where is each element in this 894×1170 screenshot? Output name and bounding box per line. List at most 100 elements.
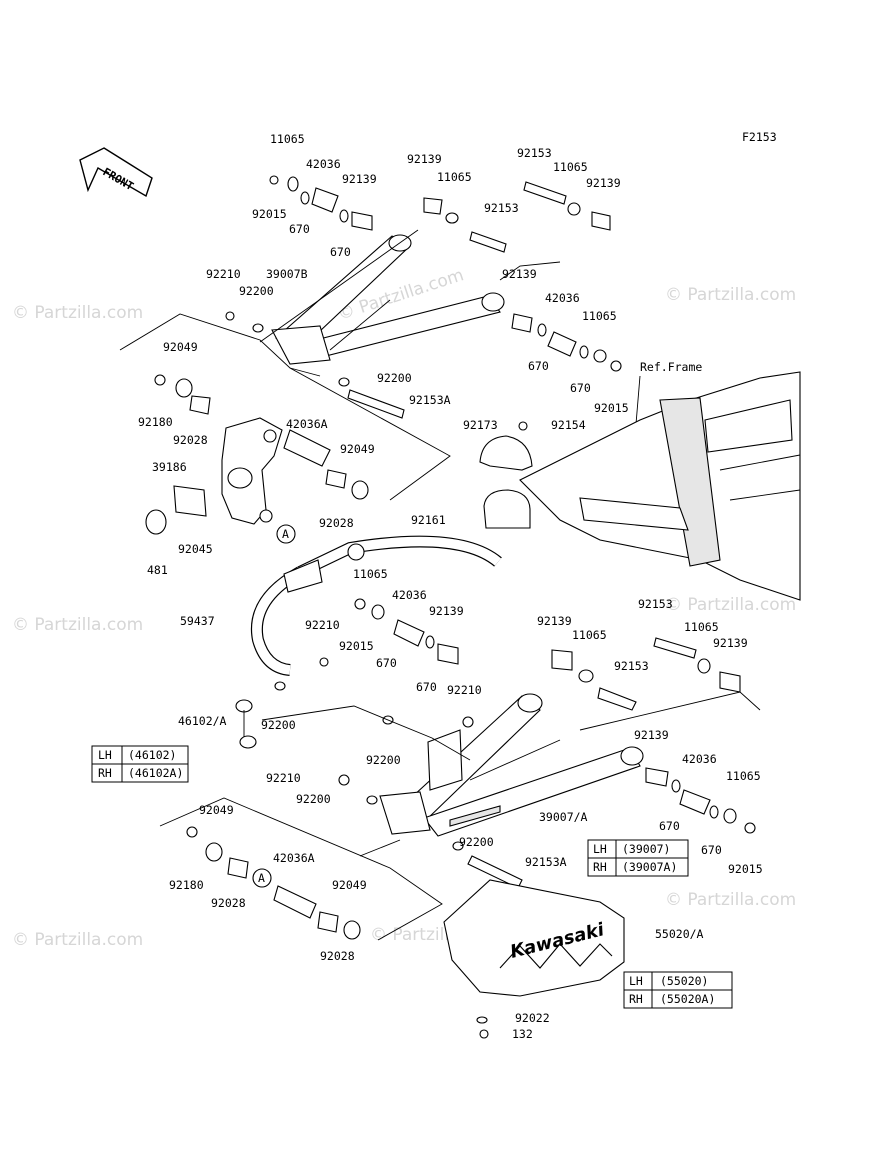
part-number-label: 92153 xyxy=(638,597,673,611)
part-number-label: 670 xyxy=(330,245,351,259)
watermark-text: © Partzilla.com xyxy=(665,890,796,910)
part-number-label: 92154 xyxy=(551,418,586,432)
part-labels: 1106542036921399201567067092139110659215… xyxy=(138,132,763,1041)
part-number-label: 670 xyxy=(376,656,397,670)
watermark-text: © Partzilla.com xyxy=(665,285,796,305)
part-number-label: 92180 xyxy=(169,878,204,892)
part-number-label: 670 xyxy=(701,843,722,857)
part-number-label: 42036 xyxy=(392,588,427,602)
part-number-label: 92028 xyxy=(320,949,355,963)
part-number-label: 11065 xyxy=(353,567,388,581)
part-number-label: 42036A xyxy=(273,851,315,865)
part-number-label: 92049 xyxy=(340,442,375,456)
lower-a-arm xyxy=(379,693,644,837)
part-number-label: 42036 xyxy=(545,291,580,305)
part-number-label: 92153A xyxy=(409,393,451,407)
table-code: (46102) xyxy=(128,748,176,762)
reference-markers: A A xyxy=(252,524,296,888)
part-number-label: 39186 xyxy=(152,460,187,474)
part-number-label: 132 xyxy=(512,1027,533,1041)
part-number-label: 11065 xyxy=(553,160,588,174)
table-side: LH xyxy=(593,842,607,856)
part-number-label: 92139 xyxy=(407,152,442,166)
table-side: LH xyxy=(629,974,643,988)
skid-plate: Kawasaki xyxy=(443,879,625,997)
part-number-label: 670 xyxy=(289,222,310,236)
figure-code: F2153 xyxy=(742,130,777,144)
part-number-label: 92161 xyxy=(411,513,446,527)
reference-marker-label: A xyxy=(258,871,265,885)
part-number-label: 92028 xyxy=(173,433,208,447)
part-number-label: 42036A xyxy=(286,417,328,431)
part-number-label: 670 xyxy=(528,359,549,373)
front-arrow: FRONT xyxy=(79,147,153,198)
variant-table-46102: LH (46102) RH (46102A) xyxy=(91,745,189,783)
part-number-label: 39007B xyxy=(266,267,308,281)
part-number-label: 670 xyxy=(570,381,591,395)
stabilizer-link xyxy=(235,657,329,749)
part-number-label: 92139 xyxy=(537,614,572,628)
part-number-label: 46102/A xyxy=(178,714,227,728)
table-side: RH xyxy=(629,992,643,1006)
part-number-label: 92139 xyxy=(634,728,669,742)
upper-a-arm xyxy=(271,234,505,365)
part-number-label: 92200 xyxy=(239,284,274,298)
part-number-label: 92210 xyxy=(305,618,340,632)
part-number-label: 92028 xyxy=(319,516,354,530)
lower-hardware xyxy=(186,598,756,1039)
table-side: RH xyxy=(593,860,607,874)
table-side: RH xyxy=(98,766,112,780)
reference-marker-label: A xyxy=(282,527,289,541)
part-number-label: 92153 xyxy=(614,659,649,673)
part-number-label: 92200 xyxy=(261,718,296,732)
part-number-label: 92210 xyxy=(206,267,241,281)
part-number-label: 92153A xyxy=(525,855,567,869)
watermark-text: © Partzilla.com xyxy=(665,595,796,615)
part-number-label: 92022 xyxy=(515,1011,550,1025)
reference-marker xyxy=(276,524,296,544)
part-number-label: 92200 xyxy=(366,753,401,767)
part-number-label: 92015 xyxy=(339,639,374,653)
part-number-label: 92210 xyxy=(447,683,482,697)
part-number-label: 92028 xyxy=(211,896,246,910)
part-number-label: 481 xyxy=(147,563,168,577)
part-number-label: 92180 xyxy=(138,415,173,429)
part-number-label: 92153 xyxy=(517,146,552,160)
watermark-text: © Partzilla.com xyxy=(12,303,143,323)
stabilizer-clamp xyxy=(479,421,533,529)
part-number-label: 92210 xyxy=(266,771,301,785)
part-number-label: 92200 xyxy=(377,371,412,385)
table-code: (55020A) xyxy=(660,992,715,1006)
part-number-label: 92139 xyxy=(586,176,621,190)
variant-table-55020: LH (55020) RH (55020A) xyxy=(623,971,733,1009)
table-code: (55020) xyxy=(660,974,708,988)
part-number-label: 670 xyxy=(416,680,437,694)
part-number-label: 42036 xyxy=(306,157,341,171)
part-number-label: 92200 xyxy=(459,835,494,849)
part-number-label: 11065 xyxy=(270,132,305,146)
part-number-label: 92153 xyxy=(484,201,519,215)
part-number-label: 92045 xyxy=(178,542,213,556)
part-number-label: 92015 xyxy=(728,862,763,876)
group-outlines xyxy=(119,229,761,941)
part-number-label: 92049 xyxy=(163,340,198,354)
watermark-text: © Partzilla.com xyxy=(12,930,143,950)
part-number-label: 92173 xyxy=(463,418,498,432)
part-number-label: 42036 xyxy=(682,752,717,766)
part-number-label: 92139 xyxy=(342,172,377,186)
ref-frame-label: Ref.Frame xyxy=(640,360,702,374)
part-number-label: 11065 xyxy=(437,170,472,184)
part-number-label: 39007/A xyxy=(539,810,588,824)
knuckle xyxy=(221,417,283,525)
part-number-label: 92139 xyxy=(429,604,464,618)
variant-table-39007: LH (39007) RH (39007A) xyxy=(587,839,689,877)
part-number-label: 55020/A xyxy=(655,927,704,941)
part-number-label: 92015 xyxy=(594,401,629,415)
part-number-label: 11065 xyxy=(726,769,761,783)
part-number-label: 11065 xyxy=(684,620,719,634)
table-code: (39007) xyxy=(622,842,670,856)
part-number-label: 11065 xyxy=(582,309,617,323)
part-number-label: 92049 xyxy=(332,878,367,892)
frame-illustration xyxy=(519,371,801,601)
